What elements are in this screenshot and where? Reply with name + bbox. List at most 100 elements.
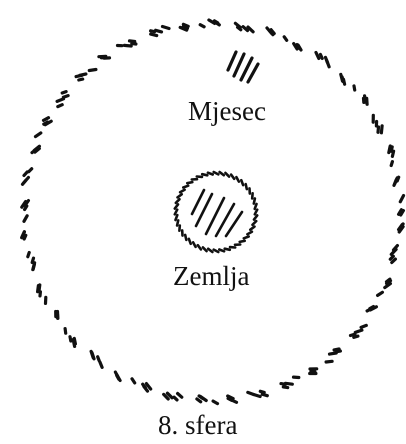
outer-sphere-hatch-mark — [151, 31, 155, 32]
moon-label: Mjesec — [188, 98, 266, 125]
outer-sphere-hatch-mark — [89, 70, 96, 71]
outer-sphere-hatch-mark — [284, 37, 287, 41]
outer-sphere-hatch-mark — [341, 74, 343, 81]
outer-sphere-hatch-mark — [316, 53, 319, 59]
outer-sphere-hatch-mark — [361, 325, 366, 327]
earth-outline-mark — [189, 239, 191, 244]
outer-sphere-hatch-mark — [28, 253, 29, 257]
earth-outline-mark — [203, 247, 207, 251]
outer-sphere-hatch-mark — [320, 54, 322, 58]
outer-sphere-hatch-mark — [143, 384, 146, 387]
outer-sphere-hatch-mark — [58, 105, 62, 107]
earth-outline-mark — [250, 227, 254, 230]
outer-sphere-hatch-mark — [62, 92, 66, 93]
outer-sphere-hatch-mark — [57, 99, 63, 102]
earth-outline-mark — [176, 215, 178, 220]
outer-sphere-hatch-mark — [327, 60, 330, 67]
outer-sphere-hatch-mark — [260, 391, 264, 392]
outer-sphere-hatch-mark — [200, 25, 204, 27]
outer-sphere-hatch-mark — [44, 118, 49, 121]
earth-outline-mark — [183, 186, 188, 188]
earth-label: Zemlja — [173, 263, 249, 290]
outer-sphere-hatch-mark — [132, 379, 135, 383]
earth-outline-mark — [219, 250, 224, 252]
outer-sphere-hatch-mark — [130, 41, 135, 42]
outer-sphere-hatch-mark — [32, 150, 35, 153]
earth-outline-mark — [208, 249, 212, 252]
outer-sphere-hatch-mark — [98, 357, 99, 361]
moon-hatch-stroke — [234, 54, 244, 76]
outer-sphere-hatch-mark — [24, 178, 29, 183]
outer-sphere-hatch-mark — [391, 162, 392, 166]
outer-sphere-hatch-mark — [156, 30, 162, 32]
earth-outline-mark — [214, 250, 219, 252]
eighth-sphere-label: 8. sfera — [158, 412, 237, 439]
outer-sphere-hatch-mark — [29, 169, 32, 172]
outer-sphere-hatch-mark — [36, 133, 41, 137]
moon-hatch-stroke — [248, 64, 258, 82]
outer-sphere-hatch-mark — [91, 351, 93, 357]
outer-sphere-hatch-mark — [381, 126, 382, 133]
outer-sphere-hatch-mark — [238, 27, 241, 30]
outer-sphere-hatch-mark — [24, 172, 27, 176]
outer-sphere-hatch-mark — [79, 79, 83, 80]
earth-outline-mark — [178, 194, 182, 197]
outer-sphere-hatch-mark — [70, 337, 71, 341]
outer-sphere-hatch-mark — [63, 96, 68, 98]
outer-sphere-hatch-mark — [65, 329, 66, 334]
outer-sphere-hatch-mark — [354, 336, 358, 337]
outer-sphere-hatch-mark — [32, 258, 33, 262]
earth-outline-mark — [246, 184, 247, 189]
earth-outline-mark — [177, 220, 178, 225]
earth-outline-mark — [225, 249, 230, 250]
earth-outline-mark — [193, 242, 196, 247]
earth-outline-mark — [225, 173, 229, 177]
outer-sphere-hatch-mark — [262, 394, 267, 396]
outer-sphere-hatch-mark — [80, 74, 86, 75]
outer-sphere-hatch-mark — [248, 392, 254, 394]
outer-sphere-hatch-mark — [400, 196, 403, 202]
outer-sphere-hatch-mark — [387, 279, 390, 282]
earth-outline-mark — [231, 175, 234, 179]
outer-sphere-hatch-mark — [39, 285, 40, 292]
outer-sphere-hatch-mark — [214, 21, 217, 23]
outer-sphere-hatch-mark — [199, 396, 203, 399]
outer-sphere-hatch-mark — [326, 361, 332, 362]
earth-outline-mark — [244, 237, 249, 239]
earth-outline-mark — [214, 172, 219, 174]
outer-sphere-hatch-mark — [151, 34, 157, 36]
earth-outline-mark — [255, 204, 257, 209]
outer-sphere-hatch-mark — [24, 216, 27, 222]
earth-outline-mark — [185, 235, 186, 240]
moon-hatch-marks — [228, 52, 258, 82]
outer-sphere-hatch-mark — [174, 397, 177, 400]
earth-hatch-line — [192, 190, 204, 214]
earth-hatched-circle — [175, 172, 257, 252]
earth-outline-mark — [241, 180, 243, 185]
outer-sphere-hatch-mark — [389, 146, 390, 153]
earth-outline-mark — [175, 204, 178, 208]
outer-sphere-hatch-mark — [397, 177, 399, 181]
earth-outline-mark — [175, 210, 177, 215]
outer-sphere-hatch-mark — [392, 151, 393, 156]
earth-outline-mark — [208, 173, 213, 175]
outer-sphere-hatch-mark — [230, 399, 236, 402]
outer-sphere-hatch-mark — [24, 235, 26, 239]
earth-outline-mark — [236, 177, 239, 182]
outer-sphere-hatch-mark — [351, 334, 356, 335]
outer-sphere-hatch-mark — [285, 383, 292, 384]
outer-sphere-hatch-mark — [336, 351, 340, 352]
earth-outline-mark — [254, 215, 257, 219]
outer-sphere-hatch-mark — [297, 45, 299, 49]
earth-outline-mark — [220, 172, 224, 175]
outer-sphere-hatch-mark — [197, 399, 201, 402]
earth-outline-mark — [247, 232, 252, 235]
outer-sphere-hatch-mark — [283, 387, 287, 388]
outer-sphere-hatch-mark — [124, 45, 131, 46]
earth-outline-mark — [255, 210, 257, 215]
earth-outline-mark — [198, 245, 201, 249]
eighth-sphere-hatched-circle — [22, 20, 404, 404]
outer-sphere-hatch-mark — [73, 340, 74, 347]
outer-sphere-hatch-mark — [392, 259, 396, 262]
